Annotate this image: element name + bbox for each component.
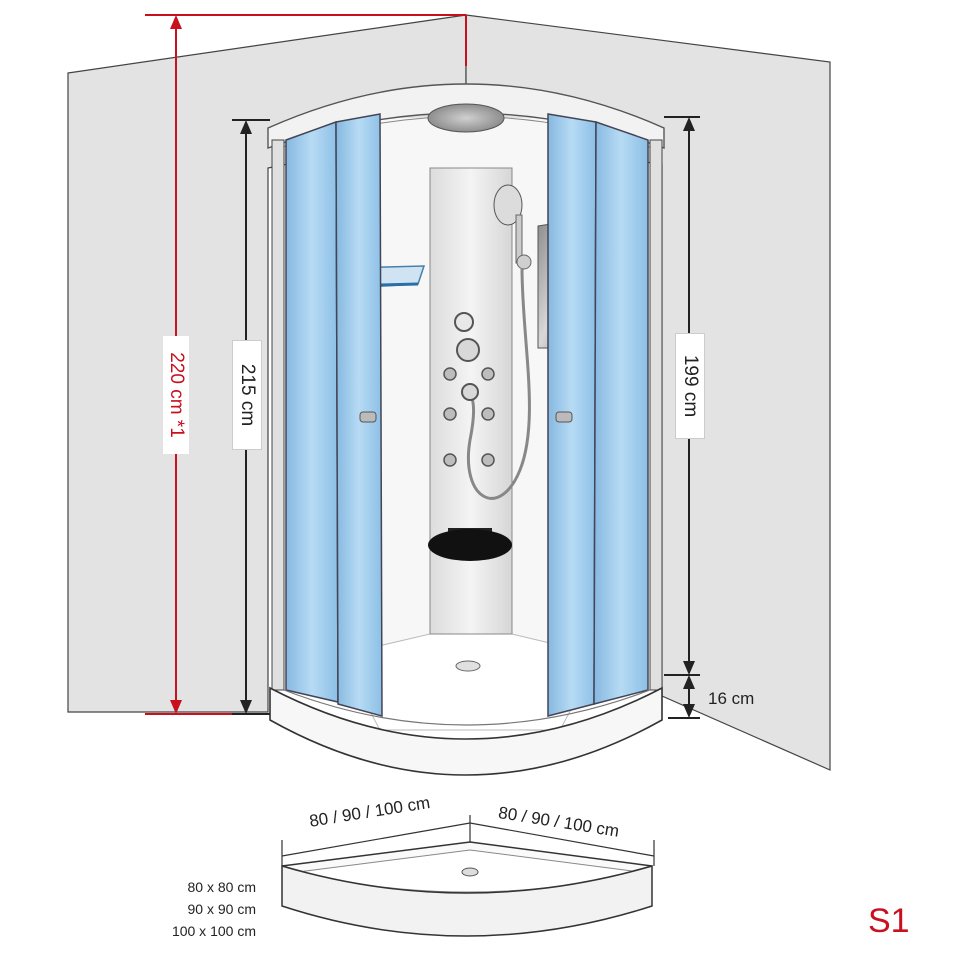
total-height-label: 220 cm *1 [163, 336, 189, 454]
door-handles [359, 411, 573, 423]
left-glass-panels [285, 113, 383, 717]
control-panel [454, 312, 480, 401]
size-options: 80 x 80 cm 90 x 90 cm 100 x 100 cm [158, 876, 256, 942]
cabin-height-label: 215 cm [232, 340, 262, 450]
hand-shower [467, 184, 532, 500]
size-option: 80 x 80 cm [187, 879, 256, 895]
base-height-dimension [668, 675, 700, 719]
right-frame-post [649, 139, 663, 691]
tray-width-dimensions [281, 815, 655, 866]
massage-jets [443, 367, 495, 467]
column-panel [429, 167, 513, 635]
left-frame-post [271, 139, 285, 691]
drain [455, 660, 481, 672]
top-cap [267, 83, 665, 149]
size-option: 90 x 90 cm [187, 901, 256, 917]
rain-shower-head [427, 103, 505, 133]
shower-base [269, 686, 663, 776]
fold-seat [428, 528, 512, 561]
tray-illustration [281, 841, 653, 937]
door-height-label: 199 cm [675, 333, 705, 439]
model-code: S1 [868, 902, 910, 940]
base-bottom-rail [283, 689, 651, 726]
size-option: 100 x 100 cm [171, 923, 256, 939]
base-height-label: 16 cm [708, 689, 755, 708]
